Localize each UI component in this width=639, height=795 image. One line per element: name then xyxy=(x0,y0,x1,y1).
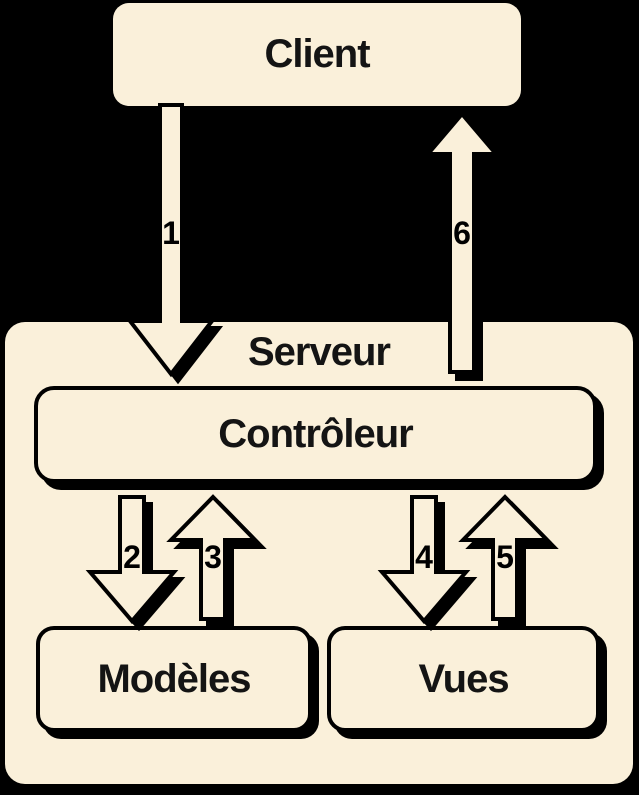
modeles-label: Modèles xyxy=(97,656,251,701)
controleur-label: Contrôleur xyxy=(218,412,413,456)
client-box: Client xyxy=(113,3,521,106)
vues-box: Vues xyxy=(327,626,600,732)
arrow-1-label: 1 xyxy=(162,215,180,251)
controleur-box: Contrôleur xyxy=(34,386,597,483)
vues-label: Vues xyxy=(418,656,509,701)
serveur-label: Serveur xyxy=(248,330,391,374)
arrow-6-label: 6 xyxy=(453,215,471,251)
client-label: Client xyxy=(264,32,370,76)
modeles-box: Modèles xyxy=(36,626,312,732)
